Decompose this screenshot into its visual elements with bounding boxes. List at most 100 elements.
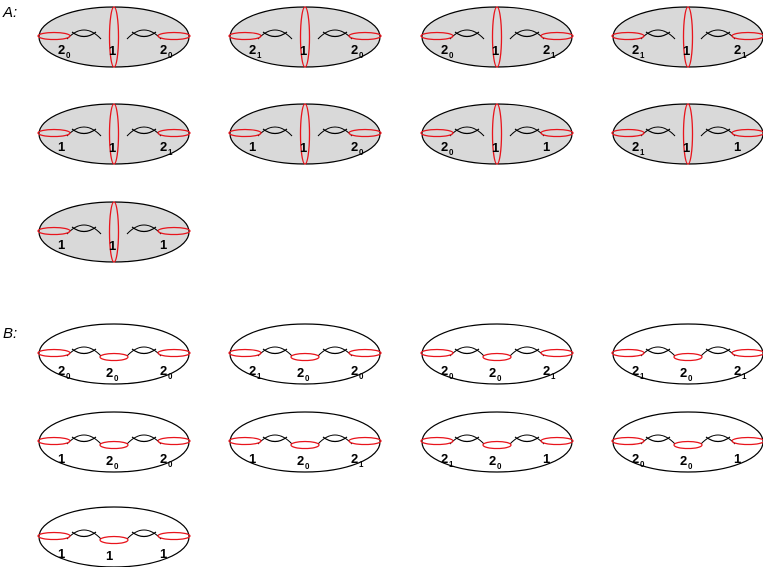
red-curve — [540, 31, 574, 41]
handle-arc — [71, 348, 97, 355]
handle-arc — [645, 31, 671, 38]
label-middle-subscript: 0 — [688, 374, 693, 383]
label-middle-subscript: 0 — [497, 374, 502, 383]
label-middle-subscript: 0 — [305, 462, 310, 471]
handle-arc — [514, 436, 540, 443]
red-curve — [108, 201, 120, 263]
label-right: 1 — [160, 546, 167, 561]
label-middle: 2 — [297, 365, 304, 380]
red-curve — [540, 436, 574, 446]
label-middle: 1 — [683, 140, 690, 155]
label-middle: 2 — [297, 453, 304, 468]
label-left: 2 — [249, 42, 256, 57]
label-left: 2 — [632, 42, 639, 57]
label-middle: 2 — [106, 365, 113, 380]
handle-arc — [131, 31, 157, 38]
handle-arc — [71, 531, 97, 538]
handle-arc — [454, 348, 480, 355]
handle-arc — [262, 348, 288, 355]
red-curve — [348, 128, 382, 138]
label-right: 2 — [160, 363, 167, 378]
label-middle: 1 — [300, 43, 307, 58]
label-right: 2 — [734, 363, 741, 378]
surface-outline — [229, 103, 381, 165]
red-curve — [37, 226, 71, 236]
red-curve — [682, 103, 694, 165]
handle-arc — [262, 31, 288, 38]
label-right-subscript: 1 — [359, 460, 364, 469]
label-left: 1 — [58, 139, 65, 154]
red-curve — [611, 128, 645, 138]
label-left: 1 — [249, 139, 256, 154]
handle-arc — [71, 436, 97, 443]
red-curve — [482, 440, 512, 450]
red-curve — [348, 436, 382, 446]
red-curve — [228, 436, 262, 446]
label-right-subscript: 0 — [359, 51, 364, 60]
label-left-subscript: 0 — [449, 51, 454, 60]
label-right: 2 — [351, 363, 358, 378]
label-left-subscript: 1 — [257, 51, 262, 60]
red-curve — [673, 440, 703, 450]
red-curve — [37, 531, 71, 541]
surface-outline — [612, 103, 763, 165]
red-curve — [540, 348, 574, 358]
red-curve — [420, 348, 454, 358]
label-left-subscript: 1 — [640, 148, 645, 157]
label-left: 1 — [58, 451, 65, 466]
red-curve — [228, 128, 262, 138]
red-curve — [99, 352, 129, 362]
red-curve — [348, 348, 382, 358]
red-curve — [37, 348, 71, 358]
red-curve — [299, 6, 311, 68]
red-curve — [611, 348, 645, 358]
label-left: 2 — [249, 363, 256, 378]
label-right-subscript: 1 — [742, 51, 747, 60]
red-curve — [731, 31, 763, 41]
handle-arc — [131, 531, 157, 538]
red-curve — [673, 352, 703, 362]
label-right-subscript: 0 — [168, 51, 173, 60]
red-curve — [157, 531, 191, 541]
label-right: 2 — [543, 42, 550, 57]
label-right: 2 — [160, 42, 167, 57]
label-middle: 1 — [300, 140, 307, 155]
label-right-subscript: 0 — [168, 460, 173, 469]
red-curve — [37, 436, 71, 446]
handle-arc — [705, 348, 731, 355]
label-middle-subscript: 0 — [688, 462, 693, 471]
label-right: 2 — [351, 451, 358, 466]
label-middle: 1 — [492, 43, 499, 58]
handle-arc — [322, 31, 348, 38]
label-right: 1 — [543, 139, 550, 154]
handle-arc — [454, 128, 480, 135]
label-right-subscript: 1 — [551, 372, 556, 381]
red-curve — [108, 6, 120, 68]
label-middle-subscript: 0 — [305, 374, 310, 383]
red-curve — [491, 6, 503, 68]
label-left: 2 — [58, 363, 65, 378]
red-curve — [420, 436, 454, 446]
red-curve — [290, 352, 320, 362]
red-curve — [228, 348, 262, 358]
handle-arc — [454, 436, 480, 443]
handle-arc — [71, 226, 97, 233]
handle-arc — [322, 128, 348, 135]
label-left: 2 — [58, 42, 65, 57]
red-curve — [682, 6, 694, 68]
label-right: 2 — [160, 451, 167, 466]
red-curve — [108, 103, 120, 165]
label-right: 2 — [734, 42, 741, 57]
label-left: 2 — [441, 139, 448, 154]
label-middle: 1 — [106, 548, 113, 563]
red-curve — [157, 436, 191, 446]
